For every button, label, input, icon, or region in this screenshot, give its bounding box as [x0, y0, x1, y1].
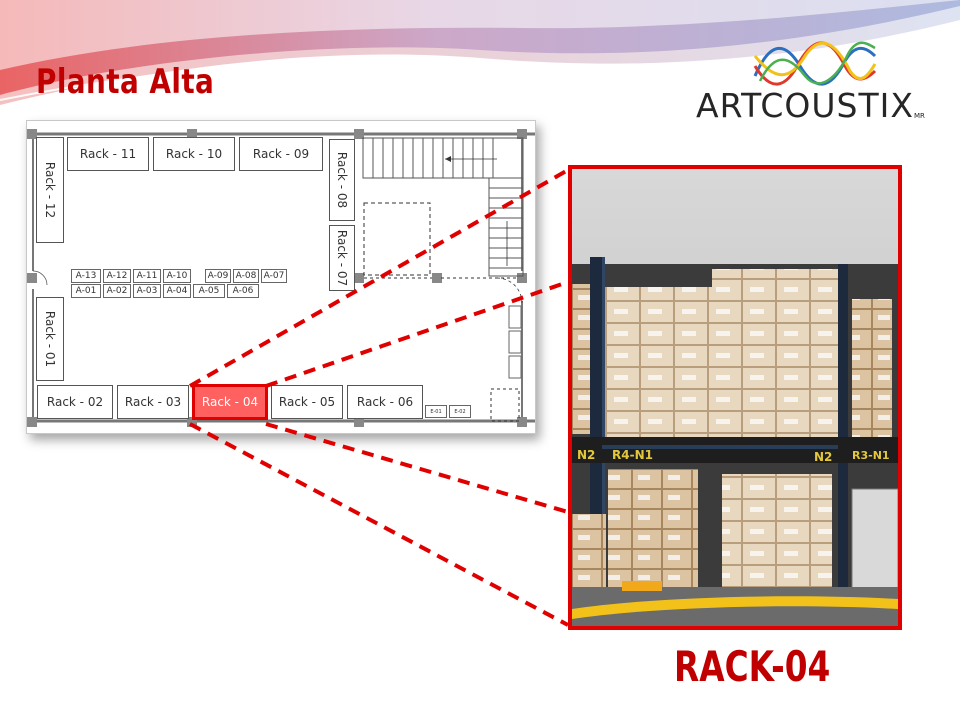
- brand-mark: MR: [914, 112, 925, 120]
- photo-caption: RACK-04: [674, 642, 831, 691]
- rack-02: Rack - 02: [37, 385, 113, 419]
- shelf-a02: A-02: [103, 284, 131, 298]
- rack-09: Rack - 09: [239, 137, 323, 171]
- shelf-a01: A-01: [71, 284, 101, 298]
- shelf-label-r3-n1: R3-N1: [852, 449, 890, 462]
- shelf-a03: A-03: [133, 284, 161, 298]
- shelf-a13: A-13: [71, 269, 101, 283]
- small-unit-e02: E-02: [449, 405, 471, 418]
- brand-name: ARTCOUSTIX: [696, 86, 914, 125]
- rack-photo: N2 R4-N1 N2 R3-N1: [568, 165, 902, 630]
- shelf-a12: A-12: [103, 269, 131, 283]
- shelf-a04: A-04: [163, 284, 191, 298]
- waveform-logo-icon: [753, 41, 877, 86]
- floor-plan: Rack - 11 Rack - 10 Rack - 09 Rack - 12 …: [26, 120, 536, 434]
- page-title: Planta Alta: [36, 62, 215, 102]
- shelf-label-r4-n1: R4-N1: [612, 448, 653, 462]
- rack-06: Rack - 06: [347, 385, 423, 419]
- rack-08: Rack - 08: [329, 139, 355, 221]
- rack-01: Rack - 01: [36, 297, 64, 381]
- rack-03: Rack - 03: [117, 385, 189, 419]
- rack-11: Rack - 11: [67, 137, 149, 171]
- shelf-a07: A-07: [261, 269, 287, 283]
- rack-07: Rack - 07: [329, 225, 355, 291]
- shelf-label-n2-right: N2: [814, 450, 832, 464]
- shelf-label-n2-left: N2: [577, 448, 595, 462]
- rack-12: Rack - 12: [36, 137, 64, 243]
- shelf-a05: A-05: [193, 284, 225, 298]
- small-unit-e01: E-01: [425, 405, 447, 418]
- shelf-a09: A-09: [205, 269, 231, 283]
- shelf-a11: A-11: [133, 269, 161, 283]
- rack-05: Rack - 05: [271, 385, 343, 419]
- shelf-a06: A-06: [227, 284, 259, 298]
- rack-photo-illustration: N2 R4-N1 N2 R3-N1: [572, 169, 898, 626]
- brand-logo: ARTCOUSTIX MR: [696, 36, 936, 132]
- shelf-a10: A-10: [163, 269, 191, 283]
- shelf-a08: A-08: [233, 269, 259, 283]
- background-wave: [0, 0, 960, 105]
- rack-10: Rack - 10: [153, 137, 235, 171]
- rack-04-highlighted[interactable]: Rack - 04: [192, 384, 268, 420]
